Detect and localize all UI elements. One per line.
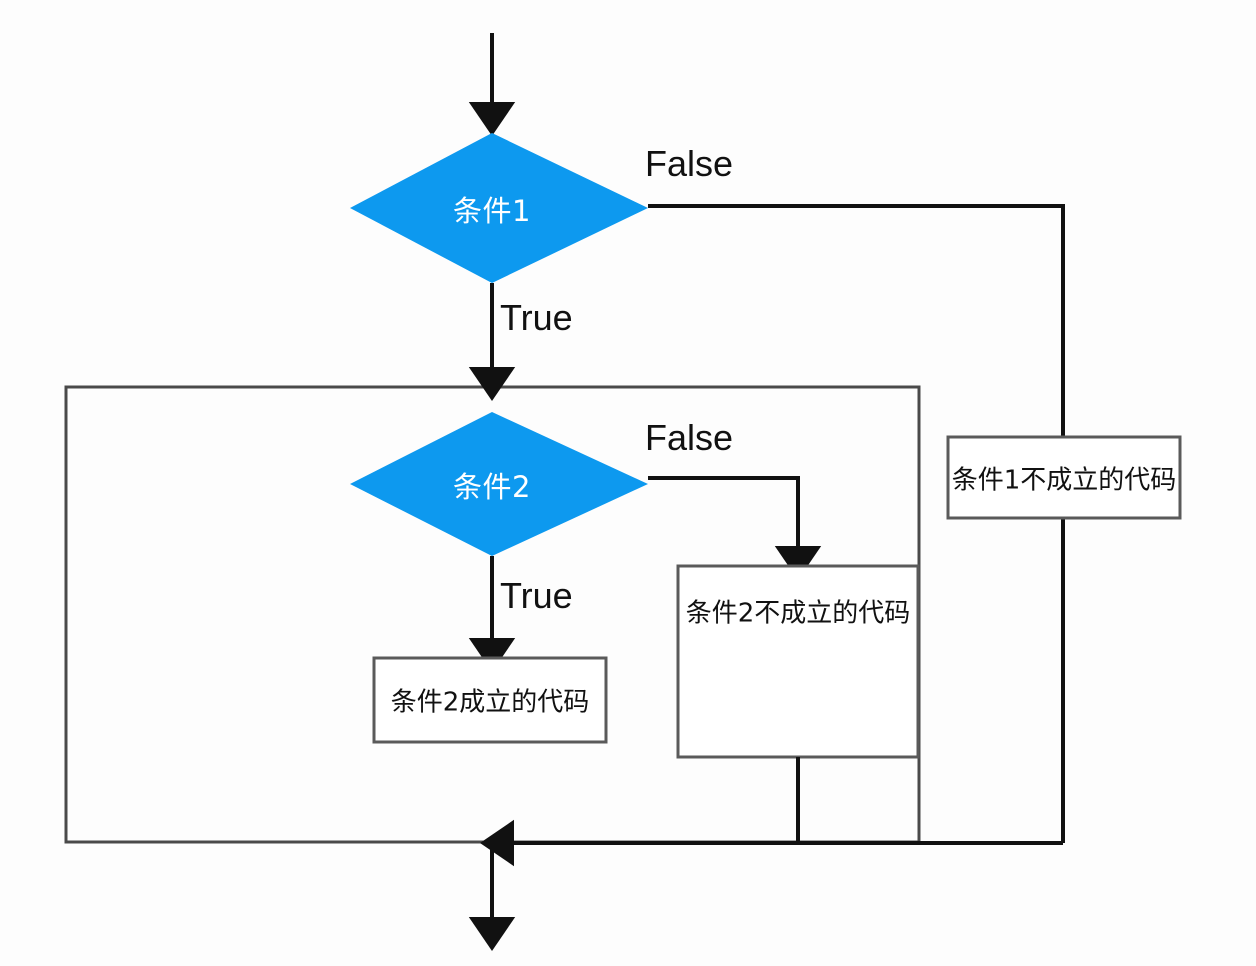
process-cond2-true-label: 条件2成立的代码 [390, 687, 590, 718]
edge-label-cond2-true: True [500, 575, 573, 616]
edge-label-cond1-false: False [645, 143, 734, 184]
edge-label-cond1-true: True [500, 297, 573, 338]
process-cond1-false-label: 条件1不成立的代码 [951, 465, 1177, 496]
decision2-diamond-shape [350, 412, 648, 556]
edge-decision1-false [648, 204, 1065, 843]
process-cond2-false-label: 条件2不成立的代码 [685, 598, 911, 629]
decision1-diamond-shape [350, 133, 648, 283]
process-cond2-true-rect [372, 656, 608, 744]
edge-label-cond2-false: False [645, 417, 734, 458]
edge-decision2-false [648, 476, 822, 580]
process-cond1-false-rect [946, 435, 1182, 520]
